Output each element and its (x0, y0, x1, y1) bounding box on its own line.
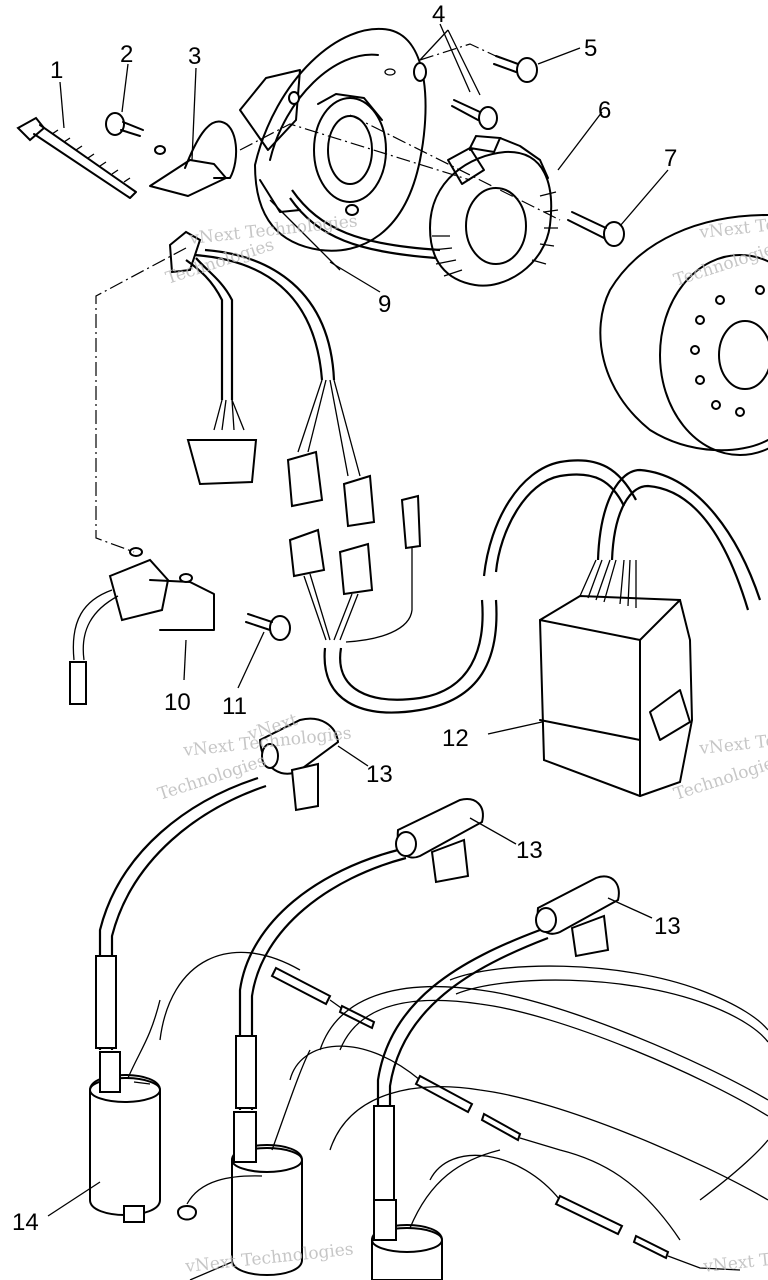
screws-4 (384, 29, 498, 130)
cable-bundle (319, 965, 768, 1201)
spark-plug-cap-13c (535, 875, 620, 958)
ground-leads (159, 951, 741, 1271)
ignition-coil-14c (371, 1149, 501, 1280)
cdi-box-12 (538, 468, 762, 798)
spark-plug-cap-13b (395, 798, 484, 884)
callout-3: 3 (188, 43, 201, 70)
screw-5 (419, 43, 538, 83)
pickup-10 (69, 547, 215, 705)
callout-11: 11 (222, 693, 247, 720)
watermark-big-5: Technologies (671, 751, 768, 805)
clamp-3 (149, 120, 238, 197)
watermark-text-4: vNext Technologies (697, 721, 768, 759)
watermark-text-2: vNext Technologies (697, 205, 768, 243)
flywheel (599, 214, 768, 456)
watermark-big-2: Technologies (671, 237, 768, 291)
callout-1: 1 (50, 57, 63, 84)
watermark-text-6: vNext Technologies (701, 1239, 768, 1277)
cable-tie (16, 116, 137, 199)
wiring-harness-9 (168, 189, 498, 714)
stator-coil-6 (428, 134, 559, 287)
screw-11 (245, 613, 291, 641)
reference-lines (95, 114, 561, 553)
high-tension-loop (482, 459, 637, 577)
callout-13b: 13 (516, 837, 543, 864)
callout-12: 12 (442, 725, 469, 752)
callout-numbers: 1 2 3 4 5 6 7 9 10 11 12 13 13 13 14 (12, 1, 681, 1236)
screw-7 (567, 211, 625, 247)
callout-13a: 13 (366, 761, 393, 788)
ignition-coil-14b (231, 1049, 311, 1276)
stator-plate (239, 27, 427, 252)
callout-10: 10 (164, 689, 191, 716)
callout-9: 9 (378, 291, 391, 318)
leader-lines (47, 23, 669, 1280)
callout-6: 6 (598, 97, 611, 124)
ht-leads (95, 776, 549, 1201)
callout-4: 4 (432, 1, 445, 28)
callout-2: 2 (120, 41, 133, 68)
callout-14: 14 (12, 1209, 39, 1236)
screw-2 (105, 112, 166, 155)
spark-plug-cap-13a (258, 717, 340, 812)
callout-13c: 13 (654, 913, 681, 940)
callout-5: 5 (584, 35, 597, 62)
ignition-coil-14a (89, 999, 161, 1223)
callout-7: 7 (664, 145, 677, 172)
